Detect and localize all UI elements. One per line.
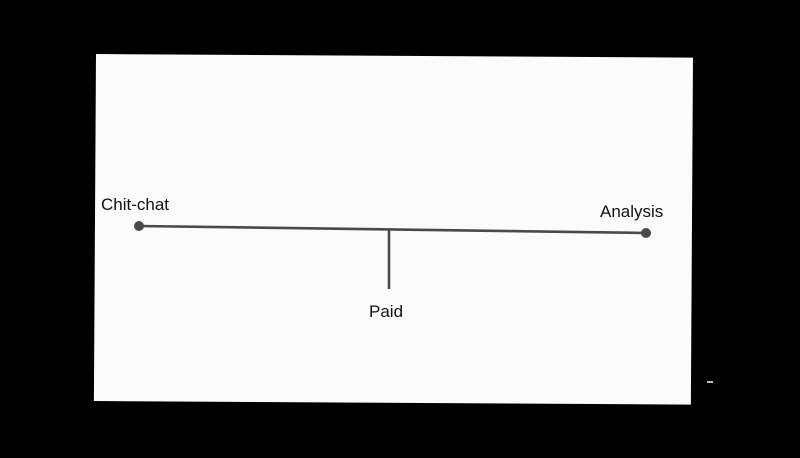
left-endpoint-dot bbox=[134, 221, 144, 231]
spectrum-line bbox=[138, 224, 647, 235]
right-endpoint-label: Analysis bbox=[600, 202, 664, 221]
dust-speck bbox=[707, 381, 713, 383]
right-endpoint-dot bbox=[641, 228, 651, 238]
left-endpoint-label: Chit-chat bbox=[101, 195, 170, 214]
midpoint-label: Paid bbox=[369, 302, 404, 321]
